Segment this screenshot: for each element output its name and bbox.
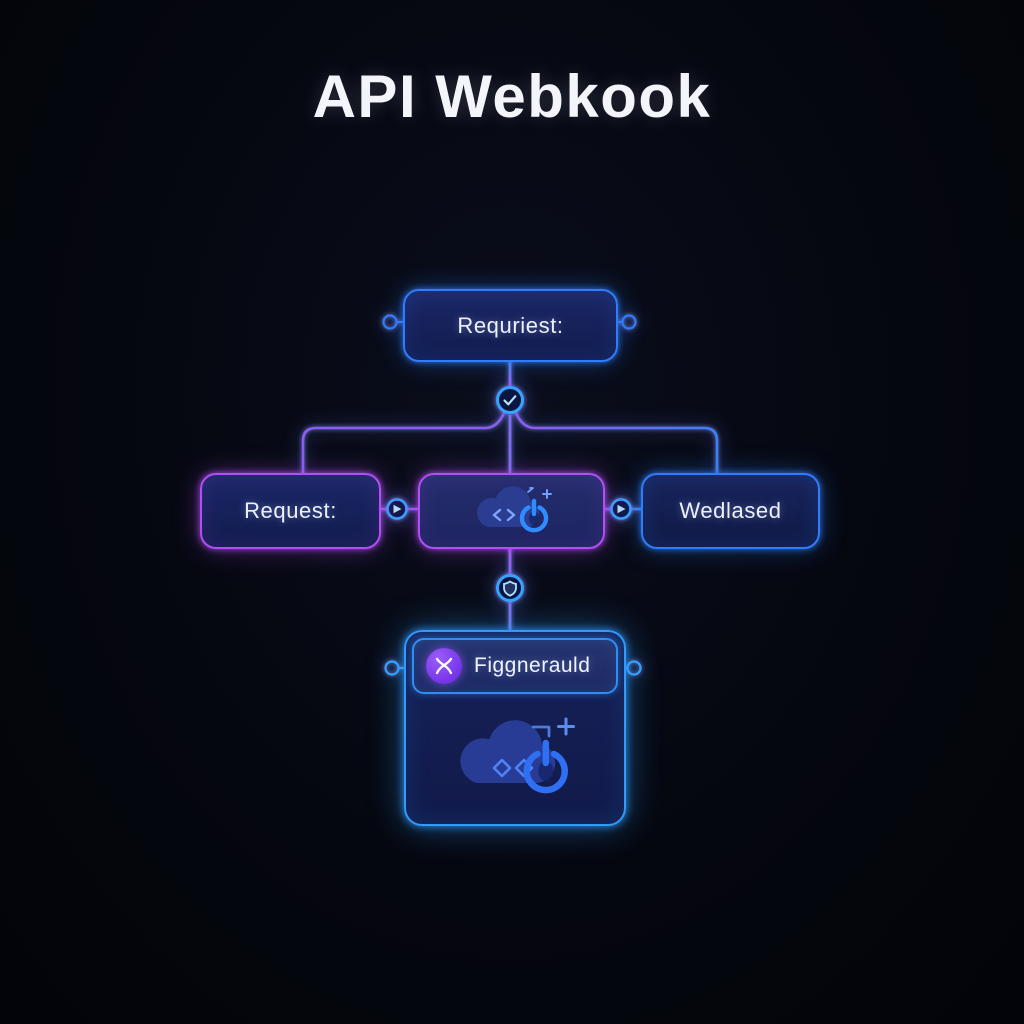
node-label: Request: xyxy=(244,498,337,523)
power-inner xyxy=(538,761,554,781)
play-arrow-node-icon xyxy=(617,504,626,514)
wire-branch-left xyxy=(301,411,506,475)
power-ring-icon xyxy=(523,750,568,794)
card-webhook-detail: Figgnerauld xyxy=(404,630,626,826)
plus-icon xyxy=(557,717,575,736)
wire-branch-right xyxy=(514,411,719,475)
check-arrow-node-icon xyxy=(503,395,517,406)
card-left-port xyxy=(384,660,405,676)
link-node-right xyxy=(610,498,632,520)
shield-node-icon xyxy=(503,580,517,597)
cloud-diamonds-power-icon xyxy=(460,717,575,794)
code-chevrons-icon xyxy=(492,508,515,522)
cloud-code-power-icon xyxy=(476,486,552,533)
card-header: Figgnerauld xyxy=(412,638,618,694)
link-node-left xyxy=(386,498,408,520)
node-webhook-right: Wedlased xyxy=(641,473,820,549)
node-cloud-center xyxy=(418,473,605,549)
node-label: Requriest: xyxy=(457,312,564,338)
x-badge-icon xyxy=(426,648,462,684)
flow-node-bottom xyxy=(496,574,524,602)
play-arrow-node-icon xyxy=(393,504,402,514)
flow-node-top xyxy=(496,386,524,414)
power-ring-icon xyxy=(519,505,548,533)
power-inner xyxy=(528,511,539,525)
sparkle-mark-icon xyxy=(526,487,534,493)
card-title: Figgnerauld xyxy=(474,654,591,677)
top-box-left-port xyxy=(382,314,404,330)
page-title: API Webkook xyxy=(312,63,712,130)
corner-bracket-icon xyxy=(531,725,551,738)
node-request-top: Requriest: xyxy=(403,289,618,362)
node-request-left: Request: xyxy=(200,473,381,549)
sparkle-plus-icon xyxy=(541,489,552,499)
node-label: Wedlased xyxy=(679,498,782,523)
card-body xyxy=(406,694,624,824)
